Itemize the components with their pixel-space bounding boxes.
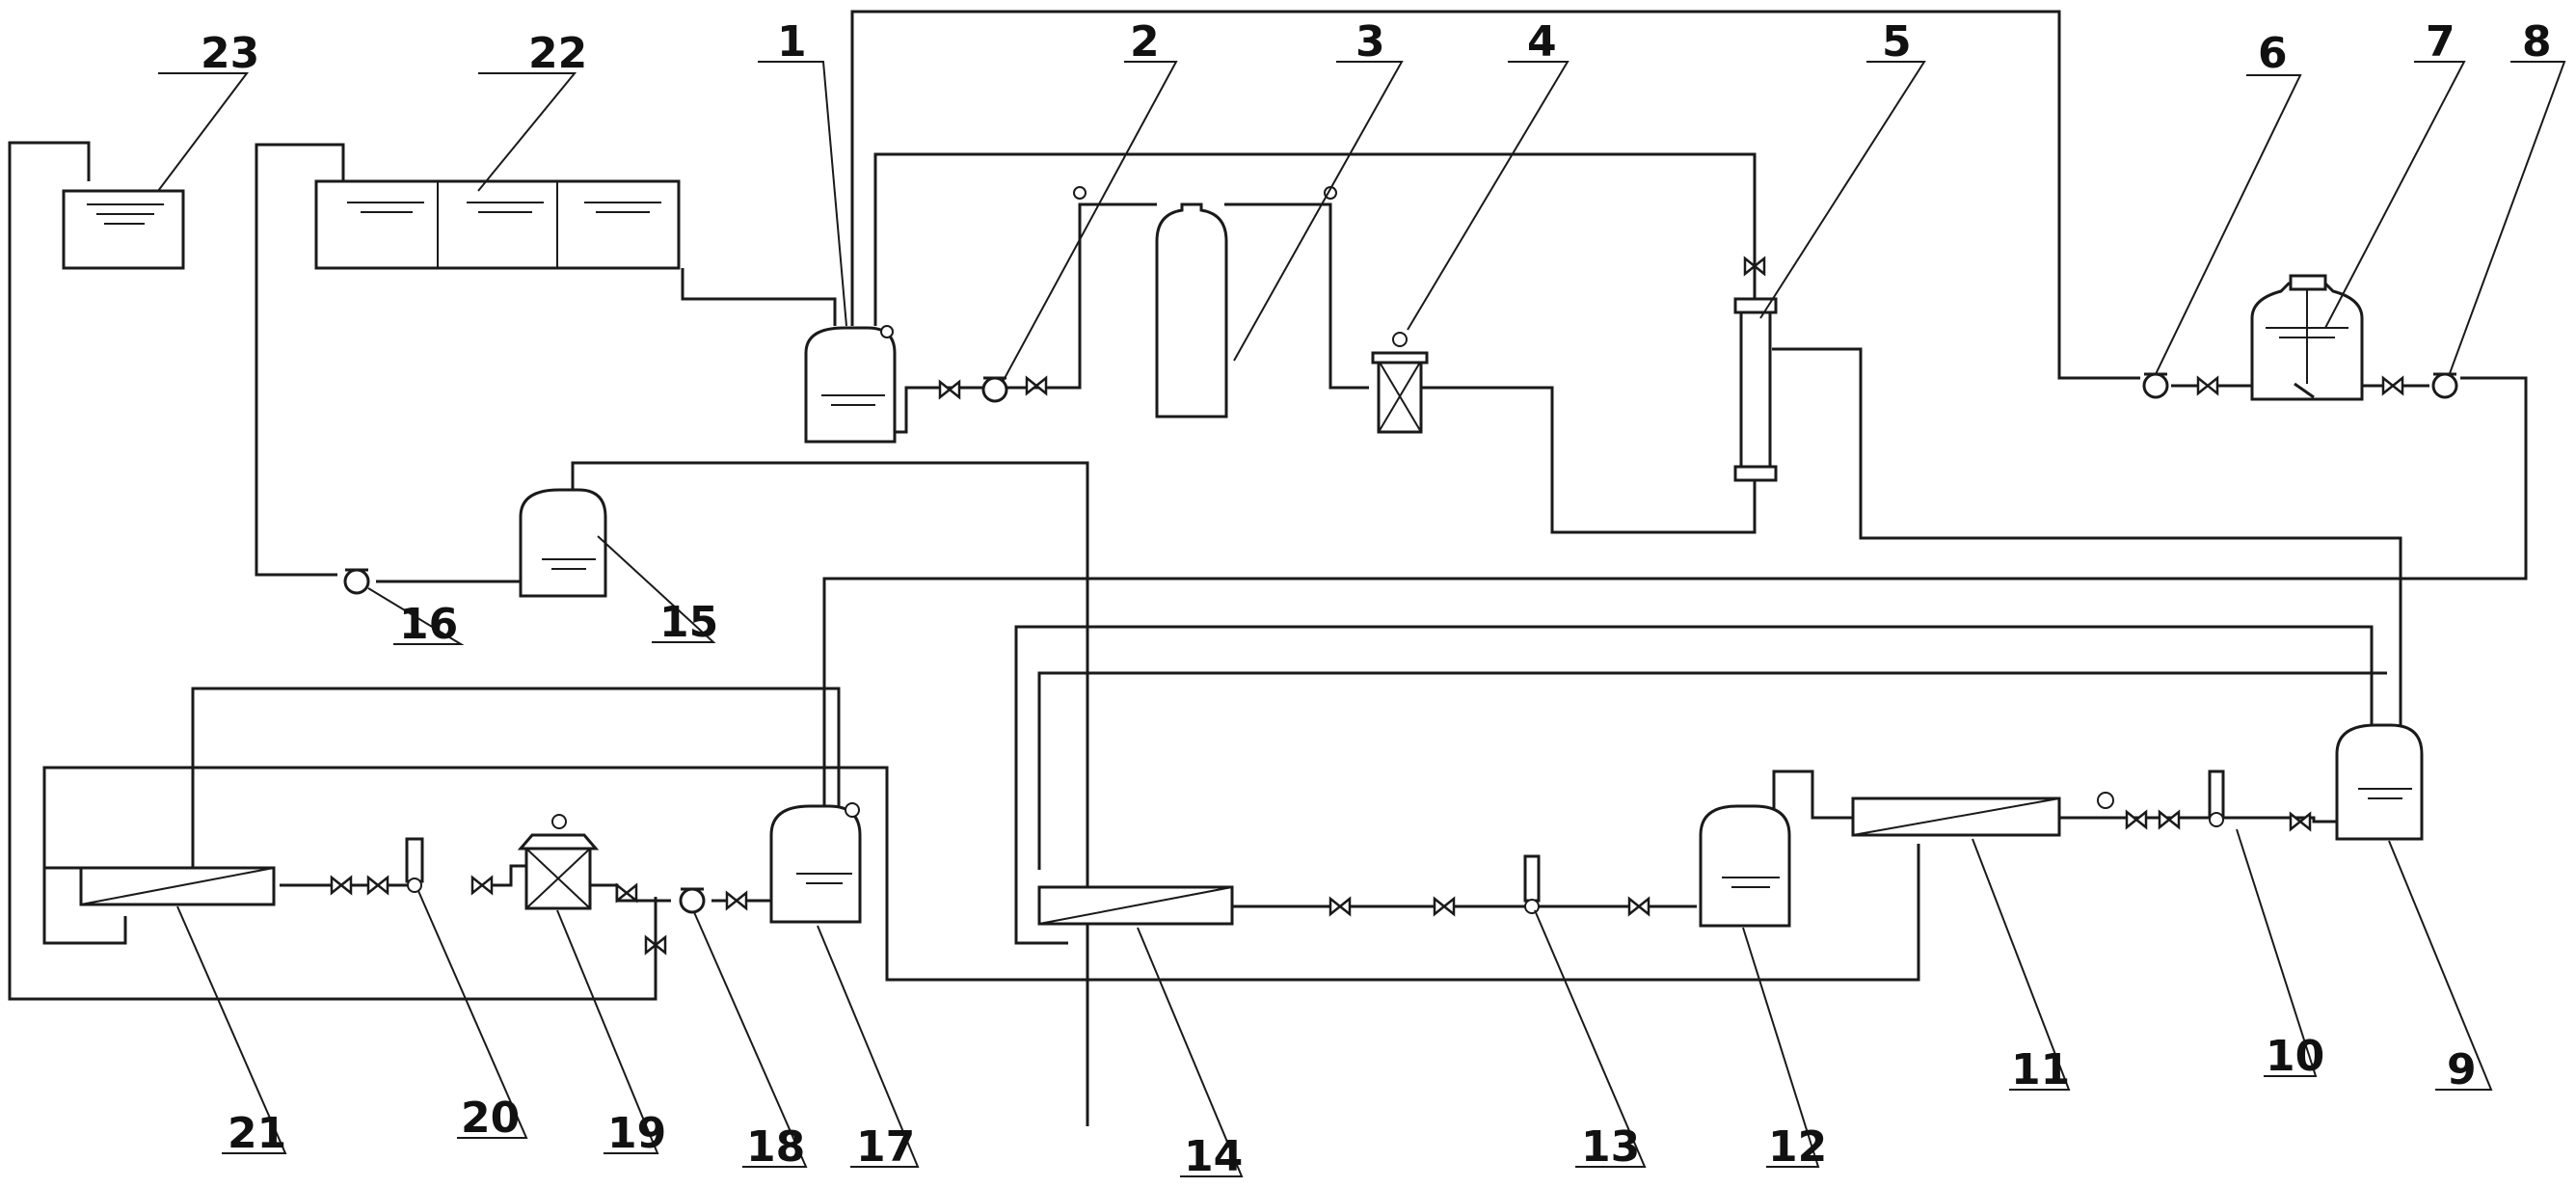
tank-12 [1699,804,1791,928]
label-21: 21 [228,1109,286,1158]
label-3: 3 [1355,17,1385,67]
label-22: 22 [528,29,587,78]
leader-lines [157,61,2566,1177]
label-4: 4 [1527,17,1557,67]
membrane-5 [1733,256,1778,482]
label-8: 8 [2522,17,2552,67]
label-12: 12 [1768,1122,1827,1172]
label-1: 1 [777,17,807,67]
membrane-11 [1851,796,2061,837]
label-23: 23 [201,29,259,78]
label-7: 7 [2426,17,2455,67]
filter-19 [517,814,600,910]
tank-17 [769,802,862,924]
label-15: 15 [659,598,718,647]
component-labels: 1 2 3 4 5 6 7 8 9 10 11 12 13 14 15 16 1… [201,17,2552,1181]
tank-9 [2335,723,2424,841]
label-18: 18 [746,1122,805,1172]
flowmeter-20 [405,837,424,893]
label-2: 2 [1130,17,1160,67]
pump-18 [679,887,706,914]
label-9: 9 [2447,1045,2477,1094]
label-11: 11 [2011,1045,2070,1094]
label-14: 14 [1184,1132,1243,1181]
filter-4 [1371,332,1429,434]
pump-8 [2431,372,2458,399]
tank-23 [62,189,185,270]
label-20: 20 [461,1094,520,1143]
label-16: 16 [399,600,458,649]
column-3 [1073,186,1337,418]
piping [8,10,2528,1126]
membrane-14 [1037,885,1234,926]
label-17: 17 [856,1122,915,1172]
tank-7 [2250,274,2364,401]
label-13: 13 [1581,1122,1640,1172]
tank-1 [804,325,897,444]
pump-6 [2142,372,2169,399]
flowmeter-13 [1523,854,1541,914]
tank-22 [314,179,681,270]
label-19: 19 [607,1109,666,1158]
pump-16 [343,568,370,595]
label-5: 5 [1882,17,1912,67]
membrane-21 [79,866,276,906]
label-10: 10 [2266,1032,2324,1081]
label-6: 6 [2258,29,2288,78]
tank-15 [519,488,607,598]
flowmeter-10 [2208,770,2225,827]
